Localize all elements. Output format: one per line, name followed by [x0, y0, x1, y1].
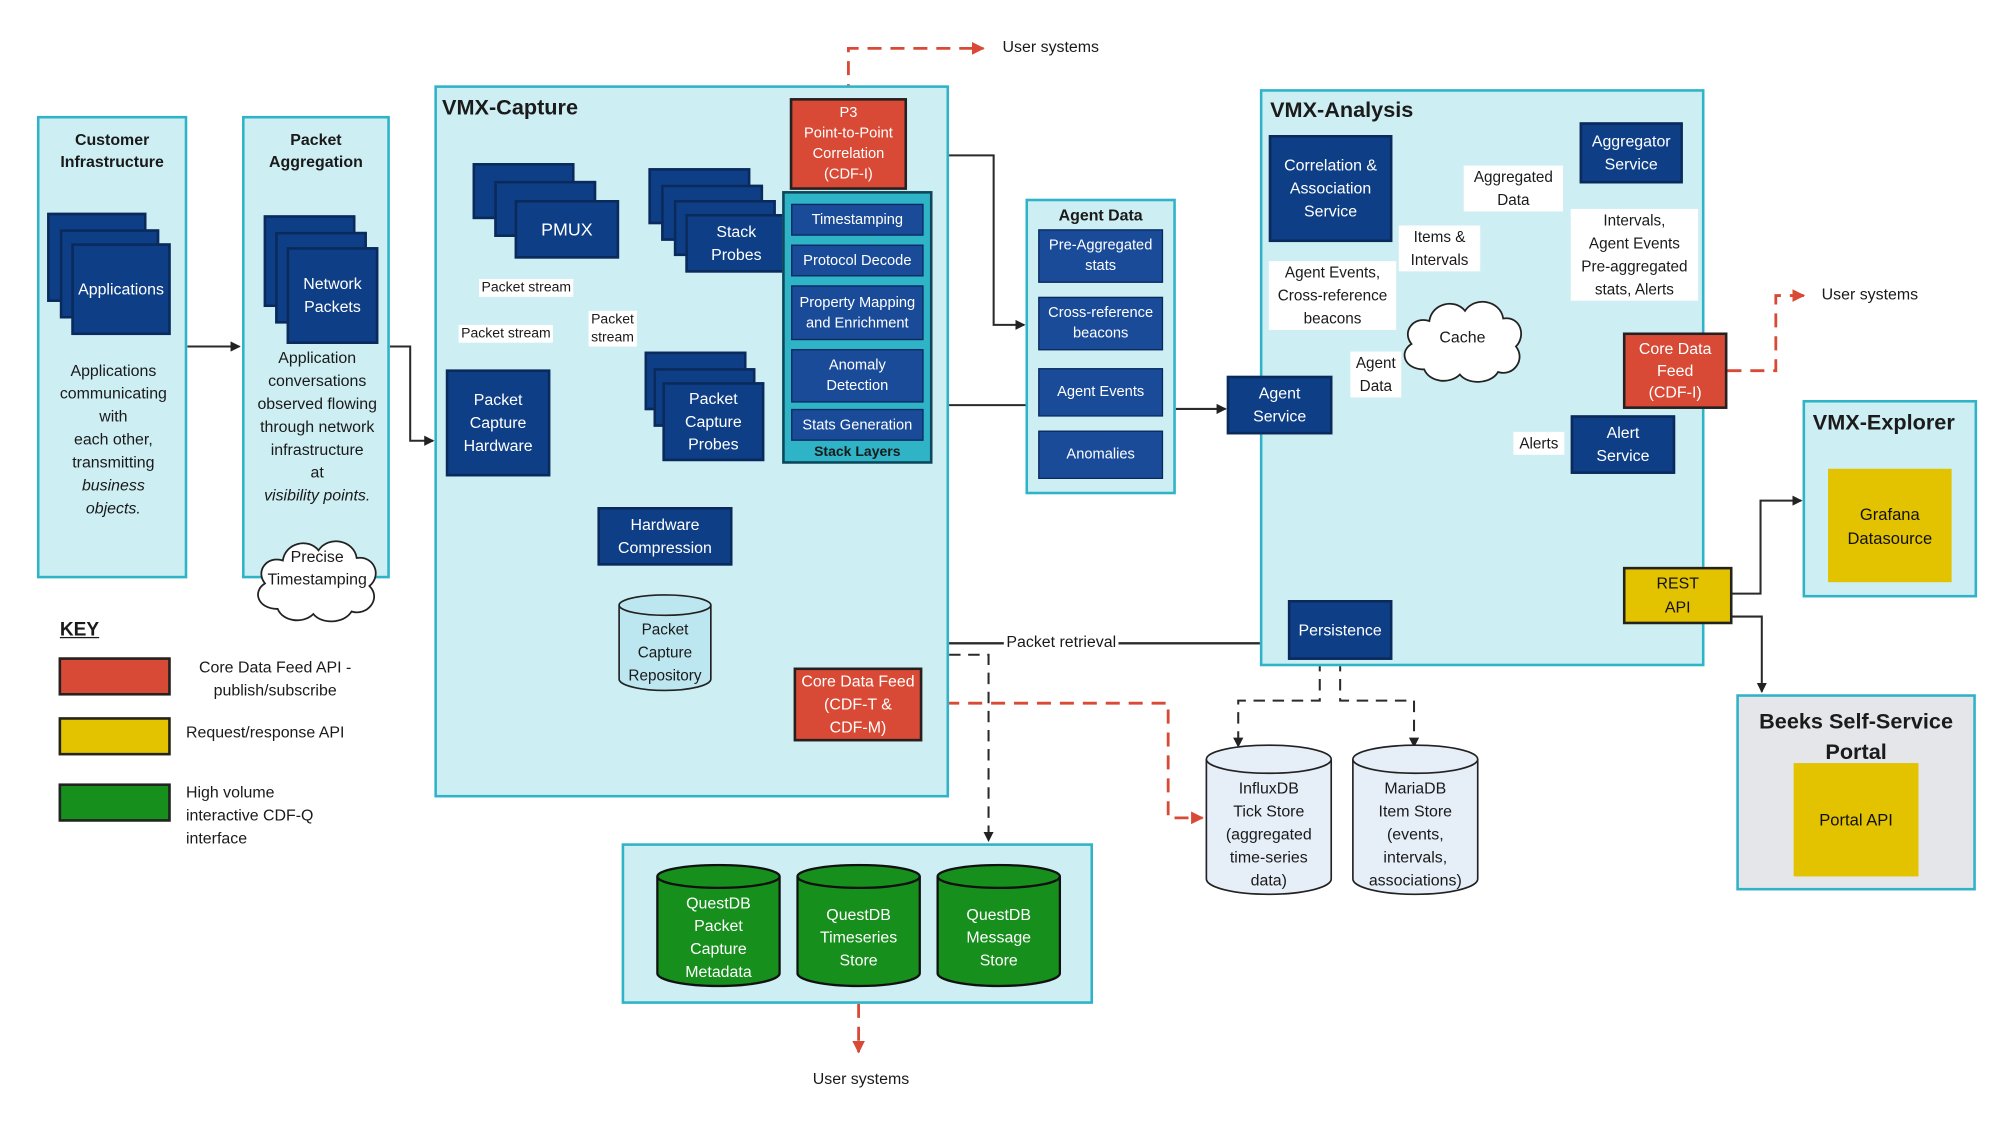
packet-retrieval-label: Packet retrieval: [1003, 633, 1119, 651]
key-swatch-yellow: [58, 717, 171, 756]
packet-stream-label-3: Packet stream: [588, 310, 637, 347]
customer-description-text: Applications communicating with each oth…: [59, 361, 167, 472]
cache-label: Cache: [1439, 328, 1486, 347]
customer-description: Applications communicating with each oth…: [42, 359, 185, 520]
core-data-feed-cdft-box: Core Data Feed (CDF-T & CDF-M): [793, 667, 923, 742]
key-label-request-response: Request/response API: [185, 723, 345, 742]
questdb-message-cylinder-icon: [936, 863, 1062, 988]
alert-service: Alert Service: [1570, 415, 1676, 474]
influxdb-label: InfluxDB Tick Store (aggregated time-ser…: [1225, 779, 1312, 890]
user-systems-label-right: User systems: [1821, 285, 1919, 304]
grafana-datasource-box[interactable]: Grafana Datasource: [1828, 468, 1952, 583]
core-data-feed-cdfi-box: Core Data Feed (CDF-I): [1622, 332, 1728, 409]
user-systems-label-top: User systems: [1002, 38, 1099, 57]
aggregation-description: Application conversations observed flowi…: [247, 347, 387, 508]
portal-title: Beeks Self-Service Portal: [1759, 709, 1953, 765]
customer-infrastructure-panel: Customer Infrastructure: [36, 115, 188, 579]
packet-capture-repository-label: Packet Capture Repository: [628, 620, 702, 685]
items-intervals-label: Items & Intervals: [1398, 225, 1481, 272]
stack-probes-box: Stack Probes: [685, 214, 788, 273]
packet-stream-label-2: Packet stream: [458, 324, 554, 343]
agent-data-events: Agent Events: [1038, 368, 1164, 417]
layer-property-mapping: Property Mapping and Enrichment: [791, 285, 924, 341]
key-label-cdfq: High volume interactive CDF-Q interface: [185, 783, 314, 848]
packet-aggregation-panel: Packet Aggregation: [242, 115, 390, 579]
user-systems-label-bottom: User systems: [812, 1070, 910, 1088]
hardware-compression-box: Hardware Compression: [597, 507, 733, 566]
agent-data-title: Agent Data: [1058, 206, 1143, 225]
layer-stats-generation: Stats Generation: [791, 408, 924, 441]
packet-aggregation-title: Packet Aggregation: [269, 131, 363, 171]
vmx-capture-title: VMX-Capture: [442, 95, 579, 120]
key-label-pubsub: Core Data Feed API - publish/subscribe: [199, 658, 352, 700]
mariadb-label: MariaDB Item Store (events, intervals, a…: [1368, 779, 1462, 890]
customer-infrastructure-title: Customer Infrastructure: [60, 131, 164, 171]
aggregation-description-italic: visibility points.: [264, 486, 371, 505]
aggregation-description-text: Application conversations observed flowi…: [257, 349, 377, 482]
correlation-association-service: Correlation & Association Service: [1268, 135, 1393, 243]
vmx-analysis-title: VMX-Analysis: [1270, 98, 1414, 123]
stack-layers-title: Stack Layers: [814, 444, 901, 460]
questdb-message-label: QuestDB Message Store: [966, 905, 1032, 970]
mariadb-cylinder-icon: [1352, 744, 1479, 896]
network-packets-box: Network Packets: [286, 247, 379, 344]
key-swatch-red: [58, 657, 171, 696]
questdb-timeseries-label: QuestDB Timeseries Store: [819, 905, 898, 970]
agent-data-anomalies: Anomalies: [1038, 430, 1164, 479]
key-swatch-green: [58, 783, 171, 822]
layer-timestamping: Timestamping: [791, 203, 924, 236]
agent-data-crossref: Cross-reference beacons: [1038, 296, 1164, 351]
repository-cylinder-icon: [618, 594, 712, 692]
agent-events-label: Agent Events, Cross-reference beacons: [1268, 261, 1397, 330]
aggregator-service: Aggregator Service: [1579, 122, 1683, 184]
rest-api-box[interactable]: REST API: [1622, 566, 1733, 625]
applications-box: Applications: [71, 243, 171, 336]
cloud-icon: [257, 540, 377, 623]
questdb-timeseries-cylinder-icon: [796, 863, 921, 988]
agent-service: Agent Service: [1226, 375, 1333, 435]
portal-api-box[interactable]: Portal API: [1793, 763, 1919, 877]
packet-capture-hardware-box: Packet Capture Hardware: [445, 369, 551, 477]
p3-correlation-box: P3 Point-to-Point Correlation (CDF-I): [789, 98, 908, 190]
agent-data-label: Agent Data: [1350, 351, 1402, 398]
aggregated-data-label: Aggregated Data: [1463, 165, 1564, 212]
layer-anomaly-detection: Anomaly Detection: [791, 349, 924, 403]
key-title: KEY: [59, 619, 100, 641]
vmx-explorer-title: VMX-Explorer: [1812, 410, 1955, 435]
alerts-label: Alerts: [1513, 431, 1565, 455]
packet-stream-label-1: Packet stream: [478, 278, 574, 297]
intervals-label: Intervals, Agent Events Pre-aggregated s…: [1570, 208, 1699, 301]
questdb-metadata-cylinder-icon: [656, 863, 781, 988]
persistence-box: Persistence: [1287, 600, 1393, 660]
questdb-metadata-label: QuestDB Packet Capture Metadata: [685, 894, 752, 981]
influxdb-cylinder-icon: [1205, 744, 1333, 896]
agent-data-preaggregated: Pre-Aggregated stats: [1038, 229, 1164, 283]
customer-description-italic: business objects.: [81, 476, 145, 518]
precise-timestamping-label: Precise Timestamping: [267, 547, 367, 589]
packet-capture-probes-box: Packet Capture Probes: [662, 382, 765, 462]
cache-cloud-icon: [1403, 300, 1522, 383]
layer-protocol-decode: Protocol Decode: [791, 244, 924, 277]
pmux-box: PMUX: [514, 200, 620, 259]
